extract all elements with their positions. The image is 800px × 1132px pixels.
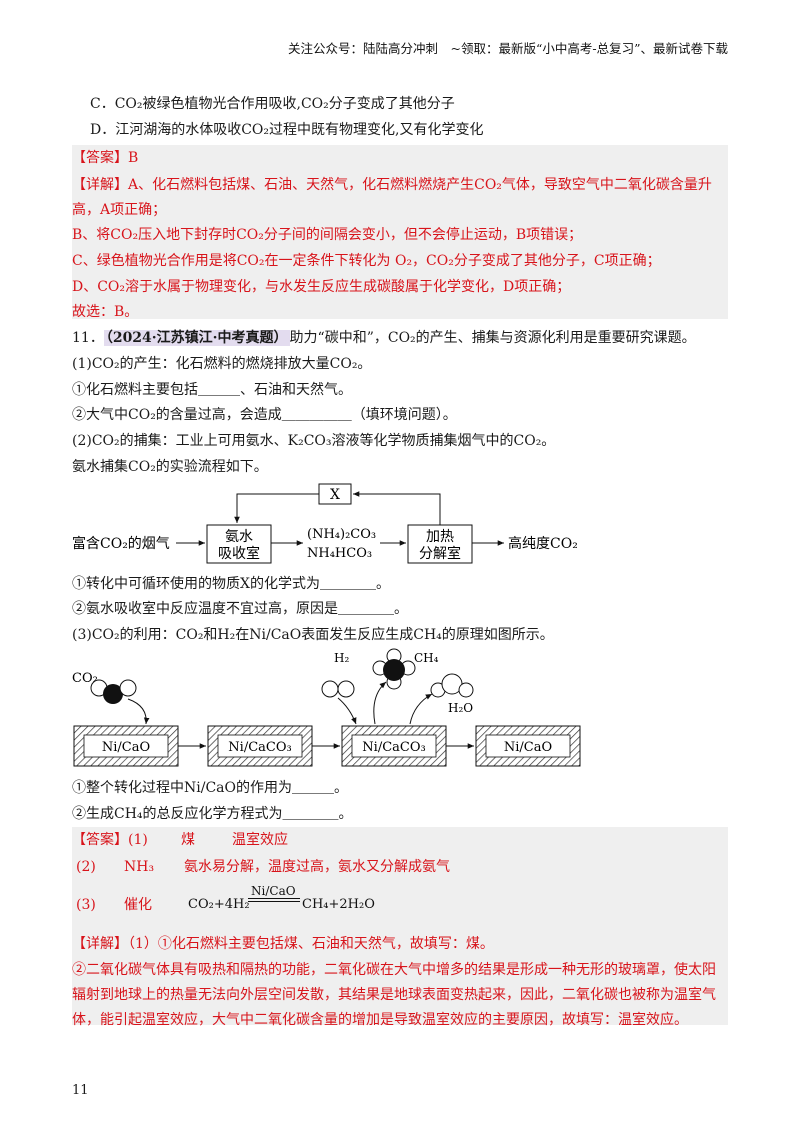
desorb-arrow bbox=[373, 681, 387, 725]
answer-3a: 催化 bbox=[124, 897, 152, 913]
decomposition-box bbox=[407, 524, 473, 564]
page-header: 关注公众号：陆陆高分冲刺 ~领取：最新版“小中高考-总复习”、最新试卷下载 bbox=[288, 41, 728, 56]
answer-1b: 温室效应 bbox=[232, 832, 288, 848]
page-number: 11 bbox=[72, 1083, 89, 1098]
catalyst-label: Ni/CaCO₃ bbox=[362, 740, 425, 755]
option-c: C．CO₂被绿色植物光合作用吸收,CO₂分子变成了其他分子 bbox=[90, 96, 455, 112]
part3-title: (3)CO₂的利用：CO₂和H₂在Ni/CaO表面发生反应生成CH₄的原理如图所… bbox=[72, 627, 554, 643]
absorb-label: 吸收室 bbox=[218, 545, 260, 562]
flow-input: 富含CO₂的烟气 bbox=[72, 535, 170, 552]
absorb-label: 氨水 bbox=[225, 529, 253, 545]
q10-detail-line: D、CO₂溶于水属于物理变化，与水发生反应生成碳酸属于化学变化，D项正确； bbox=[72, 279, 571, 295]
catalyst-label: Ni/CaO bbox=[102, 740, 150, 755]
q10-detail-line: B、将CO₂压入地下封存时CO₂分子间的间隔会变小，但不会停止运动，B项错误； bbox=[72, 227, 583, 243]
part2-title: (2)CO₂的捕集：工业上可用氨水、K₂CO₃溶液等化学物质捕集烟气中的CO₂。 bbox=[72, 433, 556, 449]
absorption-box bbox=[206, 524, 272, 564]
h2o-label: H₂O bbox=[448, 701, 473, 715]
part2-q1: ①转化中可循环使用的物质X的化学式为＿＿＿＿。 bbox=[72, 576, 390, 592]
co2-label: CO₂ bbox=[72, 671, 98, 686]
question-number: 11． bbox=[72, 330, 104, 346]
hydrogen-atom bbox=[458, 682, 474, 698]
question-stem: 助力“碳中和”，CO₂的产生、捕集与资源化利用是重要研究课题。 bbox=[289, 330, 696, 346]
ammonia-flow-diagram: X 富含CO₂的烟气 氨水 吸收室 (NH₄)₂CO₃ NH₄HCO₃ 加热 分… bbox=[72, 483, 578, 564]
decomp-label: 分解室 bbox=[419, 545, 461, 562]
part3-q2: ②生成CH₄的总反应化学方程式为＿＿＿＿。 bbox=[72, 806, 353, 822]
hydrogen-atom bbox=[321, 680, 339, 698]
q10-answer: 【答案】B bbox=[72, 150, 139, 166]
q10-detail-line: 【详解】A、化石燃料包括煤、石油、天然气，化石燃料燃烧产生CO₂气体，导致空气中… bbox=[72, 177, 712, 193]
q10-answer-block bbox=[72, 145, 728, 319]
flow-output: 高纯度CO₂ bbox=[508, 535, 578, 552]
q11-detail-line: 辐射到地球上的热量无法向外层空间发散，其结果是地球表面变热起来，因此，二氧化碳也… bbox=[72, 987, 716, 1003]
part2-q2: ②氨水吸收室中反应温度不宜过高，原因是＿＿＿＿。 bbox=[72, 601, 408, 617]
q11-detail-line: 【详解】（1）①化石燃料主要包括煤、石油和天然气，故填写：煤。 bbox=[72, 936, 494, 952]
q10-detail-line: 故选：B。 bbox=[72, 304, 139, 320]
source-tag: （2024·江苏镇江·中考真题） bbox=[103, 330, 290, 346]
q11-detail-line: 体，能引起温室效应，大气中二氧化碳含量的增加是导致温室效应的主要原因，故填写：温… bbox=[72, 1012, 688, 1028]
chemical-equation: CO₂+4H₂ Ni/CaO CH₄+2H₂O bbox=[188, 882, 388, 916]
q10-detail-line: C、绿色植物光合作用是将CO₂在一定条件下转化为 O₂，CO₂分子变成了其他分子… bbox=[72, 253, 661, 269]
part1-q1: ①化石燃料主要包括＿＿＿、石油和天然气。 bbox=[72, 382, 352, 398]
answer-1a: 煤 bbox=[181, 832, 195, 848]
adsorb-arrow bbox=[127, 698, 150, 725]
carbon-atom bbox=[383, 659, 405, 681]
part2-intro: 氨水捕集CO₂的实验流程如下。 bbox=[72, 459, 268, 475]
answer-2b: 氨水易分解，温度过高，氨水又分解成氨气 bbox=[184, 859, 450, 875]
ni-cao-reaction-diagram: CO₂ H₂ CH₄ H₂O Ni/CaO Ni/CaCO₃ Ni/CaCO₃ … bbox=[72, 648, 581, 767]
answer-row-3: (3) bbox=[76, 897, 96, 913]
part1-title: (1)CO₂的产生：化石燃料的燃烧排放大量CO₂。 bbox=[72, 356, 372, 372]
carbon-atom bbox=[103, 684, 123, 704]
oxygen-atom bbox=[119, 679, 137, 697]
answer-row-2: (2) bbox=[76, 859, 96, 875]
product-label: NH₄HCO₃ bbox=[307, 546, 372, 561]
desorb-arrow bbox=[409, 693, 433, 725]
catalyst-label: Ni/CaCO₃ bbox=[228, 740, 291, 755]
answer-2a: NH₃ bbox=[124, 859, 155, 875]
q11-answer-block bbox=[72, 827, 728, 1025]
q11-detail-line: ②二氧化碳气体具有吸热和隔热的功能，二氧化碳在大气中增多的结果是形成一种无形的玻… bbox=[72, 962, 716, 978]
part3-q1: ①整个转化过程中Ni/CaO的作用为＿＿＿。 bbox=[72, 780, 348, 796]
x-label: X bbox=[330, 487, 340, 503]
catalyst-label: Ni/CaO bbox=[504, 740, 552, 755]
ch4-label: CH₄ bbox=[414, 651, 439, 665]
question-11-stem: 11．（2024·江苏镇江·中考真题）助力“碳中和”，CO₂的产生、捕集与资源化… bbox=[72, 329, 696, 347]
equation-condition: Ni/CaO bbox=[251, 884, 296, 898]
decomp-label: 加热 bbox=[426, 529, 454, 545]
product-label: (NH₄)₂CO₃ bbox=[307, 527, 376, 542]
adsorb-arrow bbox=[337, 697, 357, 725]
h2-label: H₂ bbox=[334, 651, 349, 665]
hydrogen-atom bbox=[337, 680, 355, 698]
recycle-arrow bbox=[353, 491, 441, 525]
q10-detail-line: 高，A项正确； bbox=[72, 202, 167, 218]
answer-row-1: 【答案】(1) bbox=[72, 832, 148, 848]
equation-left: CO₂+4H₂ bbox=[188, 897, 250, 912]
recycle-arrow bbox=[234, 493, 319, 523]
part1-q2: ②大气中CO₂的含量过高，会造成＿＿＿＿＿（填环境问题）。 bbox=[72, 407, 457, 423]
option-d: D．江河湖海的水体吸收CO₂过程中既有物理变化,又有化学变化 bbox=[90, 122, 484, 138]
equation-right: CH₄+2H₂O bbox=[302, 897, 375, 912]
